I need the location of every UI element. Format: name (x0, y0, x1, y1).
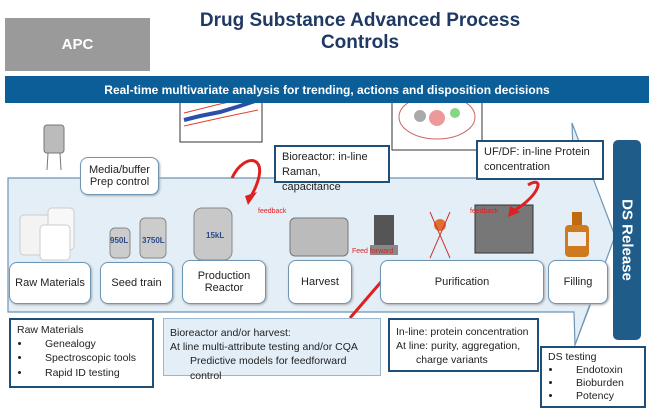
feedback-arrow-ufdf (514, 180, 540, 212)
callout-line: Media/buffer (89, 164, 150, 176)
callout-line: UF/DF: in-line Protein (484, 146, 590, 158)
chromatography-column-icon (370, 215, 398, 255)
page-title: Drug Substance Advanced Process Controls (199, 10, 521, 53)
note-item: Endotoxin (562, 364, 638, 377)
step-raw-materials: Raw Materials (9, 262, 91, 304)
feedback-label: feedback (258, 208, 287, 215)
note-item: Genealogy (31, 337, 146, 351)
raw-materials-drums-icon (19, 207, 75, 261)
feedback-arrow-reactor (230, 159, 262, 199)
prep-tank-icon (43, 124, 65, 171)
step-label: Raw Materials (15, 277, 85, 289)
seed-tank-label: 950L (110, 236, 129, 245)
feedforward-label: Feed forward (352, 248, 394, 255)
seed-tank-label: 3750L (142, 236, 165, 245)
callout-line: Prep control (89, 176, 150, 188)
note-item: Spectroscopic tools (31, 351, 146, 365)
harvest-note: Bioreactor and/or harvest: At line multi… (163, 318, 381, 382)
bottle-icon (565, 212, 589, 257)
step-label: Filling (563, 276, 593, 288)
note-line: charge variants (416, 354, 488, 367)
step-label: Seed train (111, 277, 162, 289)
step-filling: Filling (548, 260, 608, 304)
step-harvest: Harvest (288, 260, 352, 304)
step-label: Harvest (301, 276, 339, 288)
callout-line: Raman, capacitance (282, 165, 341, 193)
banner-text: Real-time multivariate analysis for tren… (104, 82, 550, 97)
ds-release-bar: DS Release (613, 140, 641, 340)
note-item: Rapid ID testing (31, 366, 146, 380)
ufdf-system-icon (474, 204, 534, 254)
raw-materials-note: Raw Materials GenealogySpectroscopic too… (9, 318, 154, 388)
step-label: Purification (434, 276, 490, 288)
note-line: At line multi-attribute testing and/or C… (170, 341, 358, 354)
banner: Real-time multivariate analysis for tren… (5, 76, 649, 103)
step-production-reactor: Production Reactor (182, 260, 266, 304)
apc-text: APC (61, 36, 94, 53)
centrifuge-icon (289, 217, 349, 257)
note-line: Bioreactor and/or harvest: (170, 327, 291, 339)
apc-label: APC (5, 18, 150, 71)
note-line: At line: purity, aggregation, (396, 340, 521, 353)
ufdf-callout: UF/DF: in-line Protein concentration (476, 140, 604, 180)
step-seed-train: Seed train (100, 262, 173, 304)
ds-release-label: DS Release (618, 199, 636, 281)
reactor-label: 15kL (206, 231, 225, 240)
feedback-label: feedback (470, 208, 499, 215)
seed-tank-icons (109, 217, 167, 259)
note-title: DS testing (548, 351, 597, 363)
note-item: Potency (562, 390, 638, 403)
purification-note: In-line: protein concentration At line: … (388, 318, 539, 372)
note-line: In-line: protein concentration (396, 326, 529, 338)
step-label: Production Reactor (197, 270, 251, 294)
note-line: Predictive models for feedforward contro… (190, 355, 347, 382)
step-purification: Purification (380, 260, 544, 304)
note-item: Bioburden (562, 377, 638, 390)
virus-icon (429, 211, 451, 259)
callout-line: Bioreactor: in-line (282, 151, 368, 163)
callout-line: concentration (484, 160, 551, 173)
note-title: Raw Materials (17, 324, 84, 336)
ds-testing-note: DS testing EndotoxinBioburdenPotency (540, 346, 646, 408)
